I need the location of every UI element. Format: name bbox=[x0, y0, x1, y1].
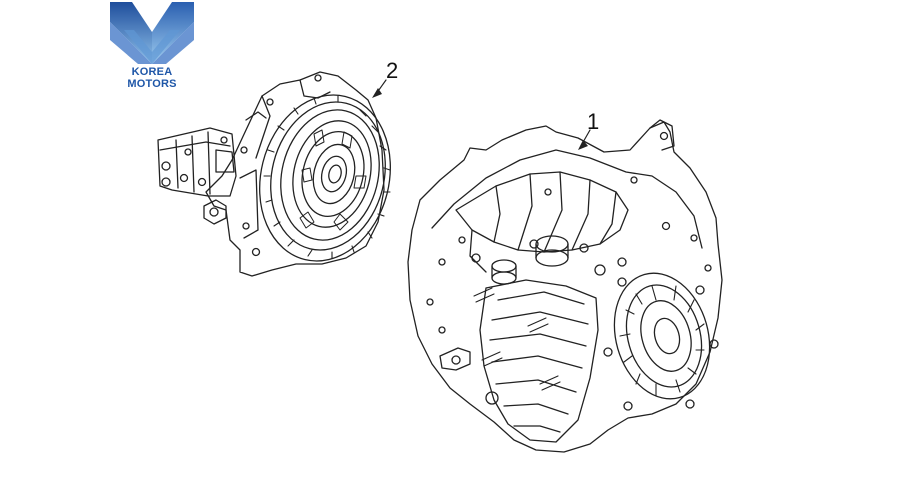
callout-number-2: 2 bbox=[386, 58, 399, 83]
motor-clutch-assembly[interactable] bbox=[157, 71, 407, 277]
callout-number-1: 1 bbox=[587, 109, 600, 134]
korea-motors-logo: KOREA MOTORS bbox=[106, 0, 198, 90]
logo-mark-icon bbox=[110, 2, 194, 64]
transaxle-assembly[interactable] bbox=[407, 119, 724, 453]
logo-text: KOREA MOTORS bbox=[127, 66, 177, 90]
